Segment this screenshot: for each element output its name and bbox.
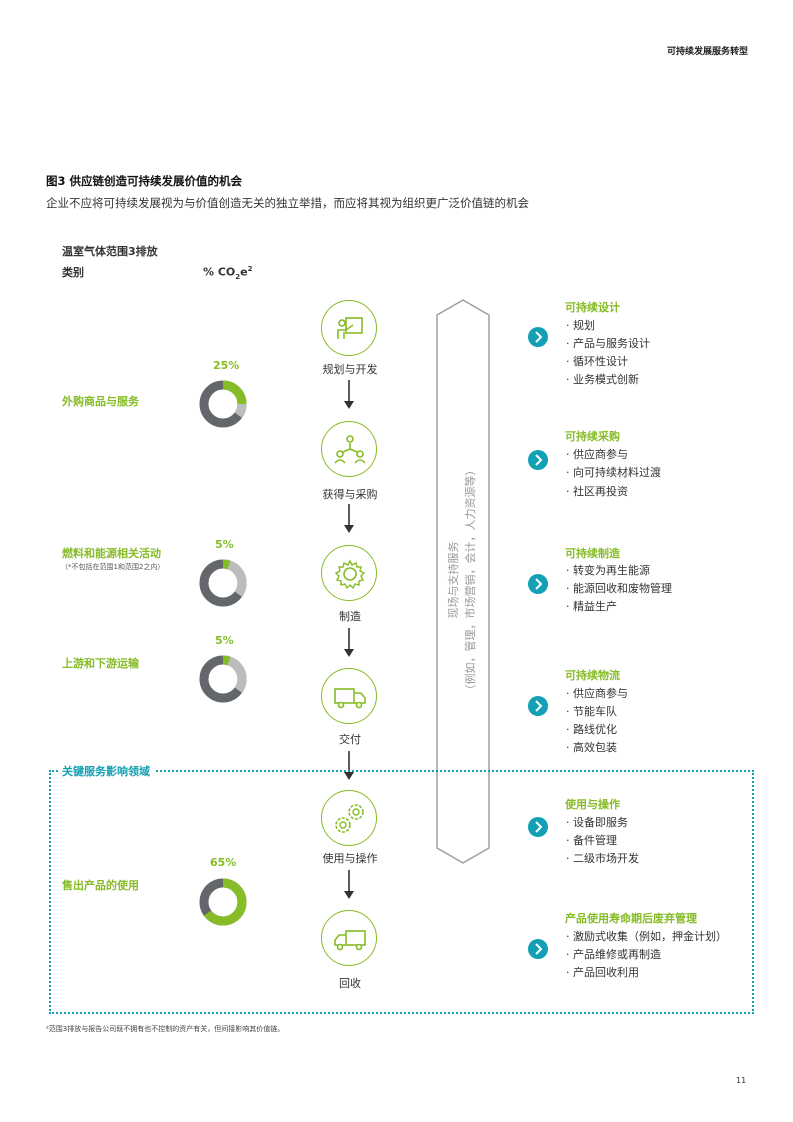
opportunity-item: · 向可持续材料过渡 [566,466,661,479]
return-truck-icon [321,910,377,966]
key-impact-area-label: 关键服务影响领域 [58,763,154,779]
category-name: 外购商品与服务 [62,395,139,408]
category-percent: 65% [210,856,237,869]
truck-icon [321,668,377,724]
donut-chart [199,655,247,703]
gear-icon [321,545,377,601]
key-impact-area-box [49,770,754,1014]
arrow-down-icon [344,870,354,899]
chevron-right-icon[interactable] [528,696,548,716]
stage-label: 规划与开发 [322,363,378,376]
opportunity-item: · 产品回收利用 [566,966,639,979]
opportunity-item: · 激励式收集（例如，押金计划） [566,930,727,943]
arrow-down-icon [344,504,354,533]
category-header: 类别 [62,266,84,279]
chevron-right-icon[interactable] [528,574,548,594]
category-name: 售出产品的使用 [62,879,139,892]
donut-value-segment [199,655,247,703]
donut-chart [199,559,247,607]
category-percent: 25% [213,359,240,372]
chevron-right-icon[interactable] [528,450,548,470]
figure-subtitle: 企业不应将可持续发展视为与价值创造无关的独立举措，而应将其视为组织更广泛价值链的… [46,196,529,210]
opportunity-item: · 规划 [566,319,595,332]
opportunity-item: · 产品维修或再制造 [566,948,661,961]
page-number: 11 [736,1076,747,1085]
opportunity-item: · 设备即服务 [566,816,628,829]
stage-label: 制造 [339,610,361,623]
emissions-header: 温室气体范围3排放 [62,245,158,258]
category-name: 燃料和能源相关活动 [62,547,161,560]
footnote: ²范围3排放与报告公司既不拥有也不控制的资产有关，但间接影响其价值链。 [46,1025,285,1033]
category-percent: 5% [215,538,234,551]
opportunity-item: · 供应商参与 [566,687,628,700]
network-icon [321,421,377,477]
opportunity-item: · 路线优化 [566,723,617,736]
opportunity-item: · 能源回收和废物管理 [566,582,672,595]
category-name: 上游和下游运输 [62,657,139,670]
donut-value-segment [199,380,247,428]
chevron-right-icon[interactable] [528,817,548,837]
opportunity-item: · 高效包装 [566,741,617,754]
arrow-down-icon [344,380,354,409]
opportunity-title: 可持续物流 [565,669,620,682]
chevron-right-icon[interactable] [528,327,548,347]
category-note: （*不包括在范围1和范围2之内） [61,563,165,571]
support-line2: （例如，管理，市场营销，会计，人力资源等） [464,464,477,696]
opportunity-item: · 业务模式创新 [566,373,639,386]
donut-chart [199,380,247,428]
opportunity-item: · 备件管理 [566,834,617,847]
support-line1: 现场与支持服务 [447,541,460,619]
figure-title: 图3 供应链创造可持续发展价值的机会 [46,174,243,188]
opportunity-item: · 二级市场开发 [566,852,639,865]
section-header: 可持续发展服务转型 [666,47,748,57]
chevron-right-icon[interactable] [528,939,548,959]
support-services-text: 现场与支持服务 （例如，管理，市场营销，会计，人力资源等） [440,320,484,840]
support-services-banner [436,299,490,864]
stage-label: 使用与操作 [322,852,378,865]
stage-label: 交付 [339,733,361,746]
opportunity-title: 产品使用寿命期后废弃管理 [565,912,697,925]
donut-value-segment [199,878,247,926]
arrow-down-icon [344,751,354,780]
opportunity-item: · 转变为再生能源 [566,564,650,577]
opportunity-item: · 社区再投资 [566,485,628,498]
opportunity-item: · 节能车队 [566,705,617,718]
opportunity-title: 可持续制造 [565,547,620,560]
opportunity-title: 使用与操作 [565,798,620,811]
stage-label: 回收 [339,977,361,990]
arrow-down-icon [344,628,354,657]
opportunity-item: · 循环性设计 [566,355,628,368]
opportunity-item: · 供应商参与 [566,448,628,461]
opportunity-item: · 产品与服务设计 [566,337,650,350]
opportunity-item: · 精益生产 [566,600,617,613]
percent-header: % CO2e2 [203,265,253,281]
donut-chart [199,878,247,926]
donut-value-segment [199,559,247,607]
opportunity-title: 可持续设计 [565,301,620,314]
stage-label: 获得与采购 [322,488,378,501]
category-percent: 5% [215,634,234,647]
planning-icon [321,300,377,356]
opportunity-title: 可持续采购 [565,430,620,443]
gears-icon [321,790,377,846]
